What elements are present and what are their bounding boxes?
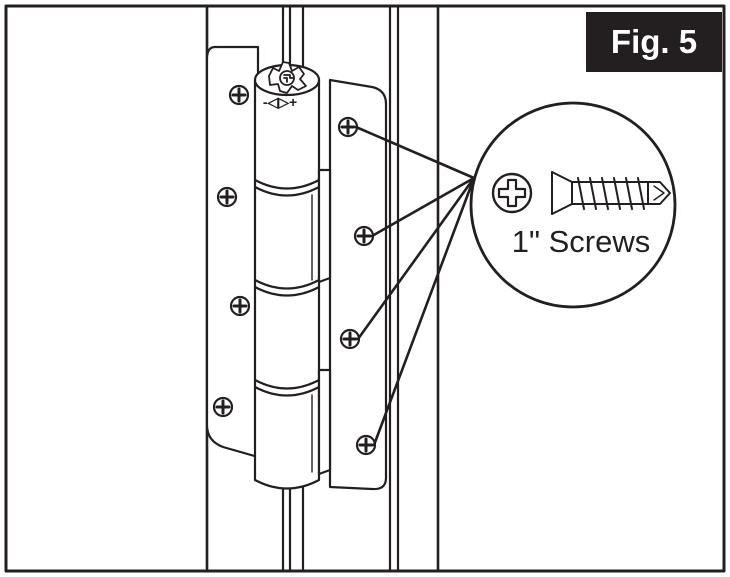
screw-icon <box>353 225 375 247</box>
right-hinge-leaf <box>328 78 388 491</box>
screw-icon <box>229 295 251 317</box>
leader-lines <box>354 125 476 447</box>
screw-icon <box>337 116 359 138</box>
figure-label: Fig. 5 <box>586 12 722 72</box>
adjustment-marks: -◁▷+ <box>262 94 298 110</box>
left-hinge-leaf <box>205 45 260 459</box>
screw-icon <box>355 434 377 456</box>
screw-icon <box>228 84 250 106</box>
screw-icon <box>212 396 234 418</box>
hinge-barrel <box>253 78 332 490</box>
screw-icon <box>339 328 361 350</box>
screw-size-label: 1" Screws <box>511 224 651 259</box>
left-leaf-screws <box>212 84 251 418</box>
screw-head-icon <box>491 172 533 214</box>
screw-icon <box>216 186 238 208</box>
figure-border <box>4 4 726 573</box>
adjustment-cap <box>253 61 321 97</box>
screw-side-icon <box>551 171 671 215</box>
